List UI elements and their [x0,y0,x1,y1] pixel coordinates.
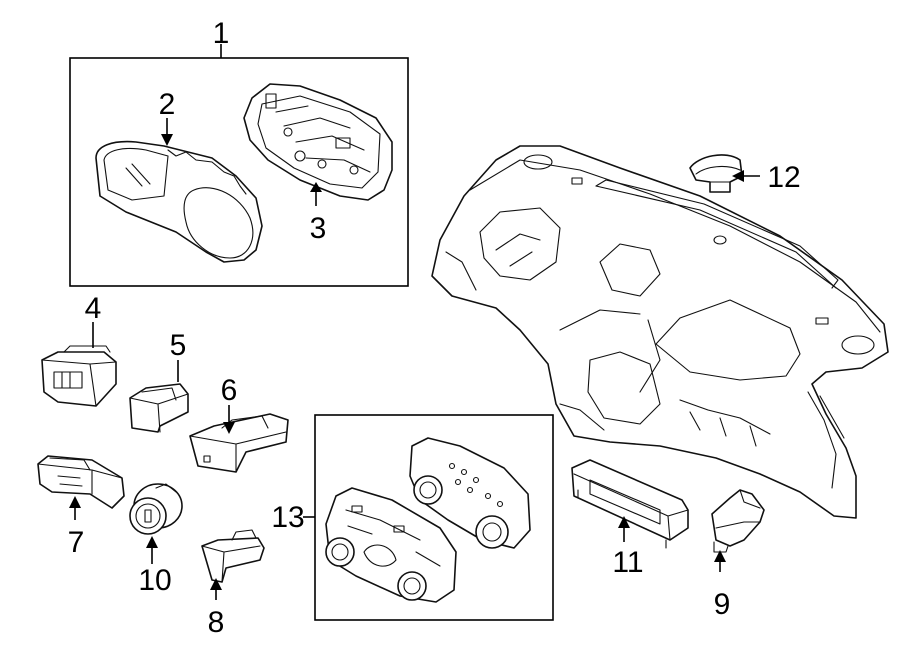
switch-icon [37,455,125,509]
callout-11: 11 [612,546,643,579]
control-panel-rear-icon [409,437,531,549]
cluster-group-frame [69,57,409,287]
callout-6: 6 [221,374,238,407]
callout-7: 7 [68,526,85,559]
callout-10: 10 [138,564,171,597]
callout-8: 8 [208,606,225,639]
cluster-housing-icon [243,83,393,201]
sensor-cap-icon [689,154,743,193]
sensor-icon [711,489,765,553]
connector-icon [201,529,265,583]
callout-5: 5 [170,329,187,362]
callout-4: 4 [85,292,102,325]
cluster-group: 1 2 3 [69,17,409,287]
instrument-panel-icon [431,145,889,519]
switch-icon [189,413,289,473]
callout-12: 12 [767,161,800,194]
callout-2: 2 [159,88,176,121]
callout-1: 1 [213,17,230,50]
climate-control-group: 13 [271,414,554,621]
switch-assembly-icon [41,345,117,407]
callout-3: 3 [310,212,327,245]
display-module-icon [571,459,689,549]
control-panel-front-icon [325,487,457,603]
callout-13: 13 [271,501,304,534]
switch-icon [129,383,189,433]
cluster-lens-icon [95,140,263,263]
callout-9: 9 [714,588,731,621]
ignition-switch-icon [129,483,183,535]
